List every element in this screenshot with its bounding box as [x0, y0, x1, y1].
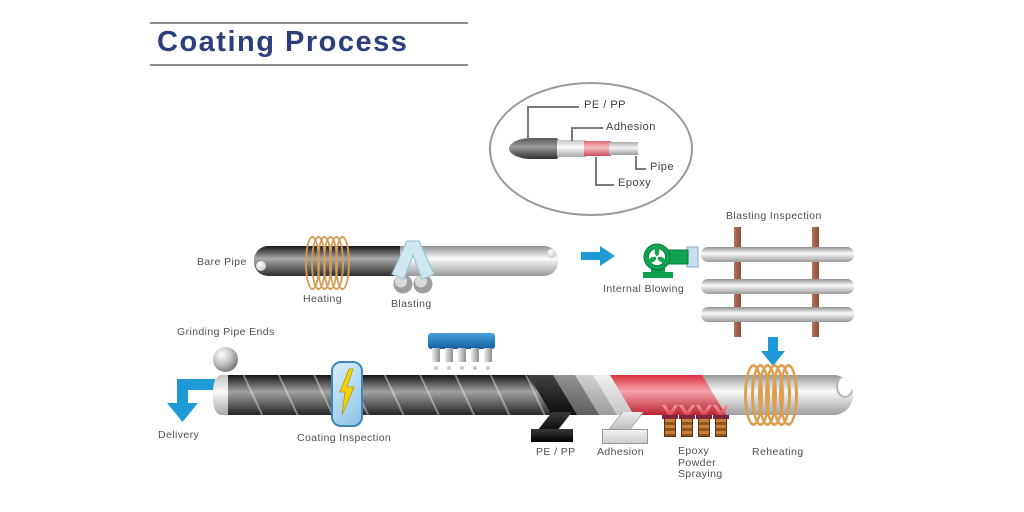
rack-pipe — [701, 247, 854, 262]
label-heating: Heating — [303, 293, 342, 305]
leader-epoxy — [595, 157, 597, 186]
cutaway-layer-epoxy — [584, 141, 611, 156]
label-delivery: Delivery — [158, 429, 200, 441]
pipe-end-cap — [213, 375, 230, 415]
label-blasting: Blasting — [391, 298, 432, 310]
cutaway-label-adhesion: Adhesion — [606, 121, 656, 133]
label-grinding: Grinding Pipe Ends — [177, 326, 275, 338]
pipe-end-highlight — [256, 261, 266, 271]
coated-pipe — [213, 375, 853, 415]
comb-tooth — [484, 348, 492, 362]
comb-tooth — [432, 348, 440, 362]
pipe-end-opening — [836, 375, 853, 398]
leader-epoxy-h — [595, 184, 614, 186]
rack-pipe — [701, 279, 854, 294]
leader-pipe — [635, 156, 637, 170]
leader-pipe-h — [635, 168, 646, 170]
epoxy-nozzle-icon — [679, 405, 695, 437]
comb-drop — [460, 366, 464, 370]
epoxy-nozzle-icon — [713, 405, 729, 437]
comb-drop — [447, 366, 451, 370]
coating-inspection-device-icon — [331, 361, 363, 427]
cutaway-layer-pepp — [509, 138, 559, 159]
label-coating-inspection: Coating Inspection — [297, 432, 392, 444]
cutaway-label-epoxy: Epoxy — [618, 177, 652, 189]
cutaway-layer-pipe — [609, 142, 638, 155]
epoxy-nozzle-icon — [696, 405, 712, 437]
delivery-arrow-icon — [167, 379, 215, 422]
pipe-pepp-coated-section — [228, 375, 558, 415]
comb-drop — [473, 366, 477, 370]
adhesion-applicator-base — [602, 429, 648, 444]
leader-adhesion-h — [571, 127, 603, 129]
comb-drop — [486, 366, 490, 370]
pipe-end-highlight — [547, 249, 556, 258]
cutaway-label-pepp: PE / PP — [584, 99, 627, 111]
internal-blowing-fan-icon — [643, 243, 699, 278]
label-pepp: PE / PP — [536, 446, 576, 458]
flow-arrow-down-icon — [761, 337, 785, 366]
label-reheating: Reheating — [752, 446, 804, 458]
leader-pepp — [527, 106, 529, 139]
reheating-coil-icon — [744, 364, 798, 426]
leader-adhesion — [571, 127, 573, 141]
label-epoxy-powder-spraying: Epoxy Powder Spraying — [678, 445, 723, 480]
comb-tooth — [445, 348, 453, 362]
cutaway-label-pipe: Pipe — [650, 161, 675, 173]
grinding-ball-icon — [213, 347, 238, 372]
flow-arrow-right-icon — [581, 246, 615, 266]
rack-pipe — [701, 307, 854, 322]
comb-drop — [434, 366, 438, 370]
leader-pepp-h — [527, 106, 579, 108]
cutaway-ellipse — [489, 82, 693, 216]
pepp-applicator-base — [531, 429, 573, 442]
label-blasting-inspection: Blasting Inspection — [726, 210, 822, 222]
cutaway-layer-adhesion — [557, 140, 586, 157]
epoxy-nozzle-icon — [662, 405, 678, 437]
heating-coil-icon — [305, 236, 350, 290]
label-adhesion: Adhesion — [597, 446, 644, 458]
label-internal-blowing: Internal Blowing — [603, 283, 685, 295]
comb-tooth — [471, 348, 479, 362]
blasting-nozzle-icon — [391, 240, 435, 294]
title-rule-bottom — [150, 64, 468, 66]
label-bare-pipe: Bare Pipe — [197, 256, 247, 268]
comb-tooth — [458, 348, 466, 362]
page-title: Coating Process — [157, 26, 409, 58]
title-rule-top — [150, 22, 468, 24]
comb-sprayer-icon — [428, 333, 495, 349]
